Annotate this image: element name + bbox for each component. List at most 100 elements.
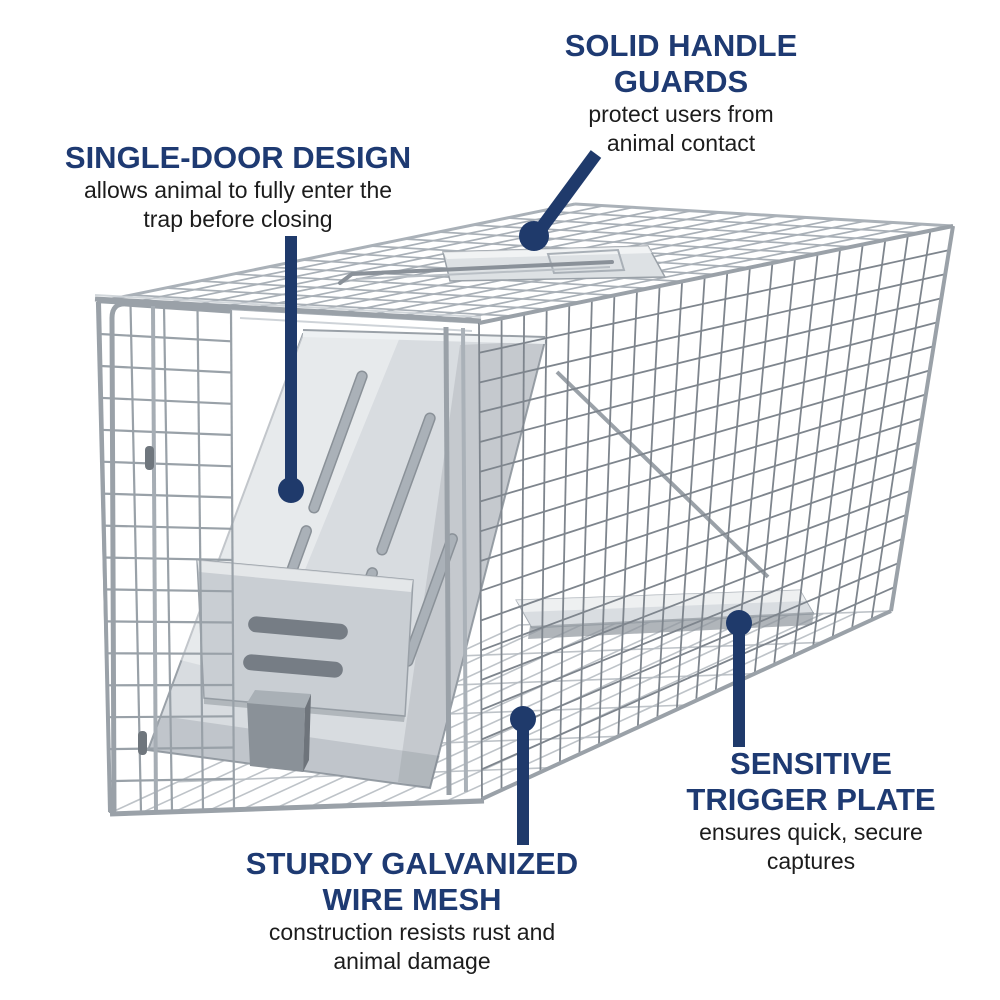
callout-description-line: allows animal to fully enter the <box>83 177 393 203</box>
callout-description-line: captures <box>766 848 856 874</box>
mesh-wire <box>438 231 818 255</box>
callout-single-door-design: SINGLE-DOOR DESIGN allows animal to full… <box>53 140 423 234</box>
callout-title-line: SINGLE-DOOR DESIGN <box>64 140 412 175</box>
lock-plate-highlight <box>197 560 413 592</box>
mesh-wire <box>98 364 232 374</box>
pointer-line <box>534 150 602 234</box>
front-inner-frame <box>151 305 158 813</box>
handle-guard-highlight <box>443 246 652 259</box>
door-ramp-fold-shade <box>398 341 545 788</box>
mesh-wire <box>104 588 233 593</box>
pointer-dot <box>278 477 304 503</box>
mesh-wire <box>100 428 232 437</box>
mesh-wire <box>479 369 931 503</box>
callout-title-line: WIRE MESH <box>322 882 502 917</box>
front-bottom-edge <box>109 798 485 817</box>
mesh-wire <box>506 217 886 241</box>
callout-description-line: protect users from <box>588 101 774 127</box>
door-ramp-edge-line <box>302 329 546 338</box>
ramp-slot <box>308 370 368 514</box>
frame-hinge-clip <box>145 446 154 470</box>
door-ramp-rolled-edge <box>302 331 546 344</box>
mesh-wire <box>103 556 233 562</box>
latch-front <box>247 703 305 772</box>
pointer-dot <box>519 221 549 251</box>
callout-pointer-sturdy-galvanized-wire-mesh <box>510 706 536 845</box>
callout-title-line: SENSITIVE <box>730 746 892 781</box>
callout-sturdy-galvanized-wire-mesh: STURDY GALVANIZED WIRE MESH construction… <box>212 846 612 976</box>
callout-description-line: ensures quick, secure <box>699 819 923 845</box>
mesh-wire <box>450 641 823 658</box>
pointer-dot <box>510 706 536 732</box>
right-top-edge <box>478 224 954 325</box>
top-left-edge <box>96 202 576 304</box>
mesh-wire <box>480 417 923 562</box>
callout-pointer-solid-handle-guards <box>519 150 602 251</box>
mesh-wire <box>479 273 946 384</box>
mesh-wire <box>479 297 942 414</box>
mesh-wire <box>101 460 232 468</box>
mesh-wire <box>99 396 232 405</box>
cage-front-frame <box>94 294 485 817</box>
callout-description-line: construction resists rust and <box>268 919 556 945</box>
mesh-wire <box>131 294 513 317</box>
handle-guard-part <box>338 245 667 285</box>
mesh-wire <box>109 777 234 783</box>
latch-top <box>247 690 311 708</box>
callout-description-line: trap before closing <box>143 206 333 232</box>
mesh-wire <box>105 652 234 655</box>
mesh-wire <box>479 321 938 443</box>
callout-description-line: animal damage <box>333 948 491 974</box>
callout-description-line: animal contact <box>606 130 756 156</box>
mesh-wire <box>479 345 934 473</box>
interior-top-wire <box>239 317 473 332</box>
door-track-frame <box>443 326 452 796</box>
callout-title-line: TRIGGER PLATE <box>686 782 936 817</box>
trigger-plate-highlight <box>516 590 806 612</box>
cage-right-edges <box>478 224 955 801</box>
mesh-wire <box>101 492 233 499</box>
callout-pointer-sensitive-trigger-plate <box>726 610 752 747</box>
callout-title-line: STURDY GALVANIZED <box>245 846 579 881</box>
mesh-wire <box>97 332 232 343</box>
mesh-wire <box>481 586 896 771</box>
latch-side <box>303 694 311 772</box>
lock-plate-slot <box>243 654 343 678</box>
handle-wire <box>338 260 614 285</box>
pointer-dot <box>726 610 752 636</box>
door-track-frame <box>461 327 468 793</box>
top-back-edge <box>574 202 954 228</box>
mesh-wire <box>481 537 903 711</box>
callout-pointer-single-door-design <box>278 236 304 503</box>
callout-title-line: GUARDS <box>613 64 749 99</box>
frame-hinge-clip <box>138 731 147 755</box>
mesh-wire <box>480 441 919 592</box>
mesh-wire <box>540 210 920 234</box>
callout-solid-handle-guards: SOLID HANDLE GUARDS protect users from a… <box>521 28 841 158</box>
lock-plate-slot <box>248 616 348 640</box>
mesh-wire <box>165 287 547 310</box>
front-left-rounded-frame <box>109 301 232 813</box>
callout-title-line: SOLID HANDLE <box>564 28 798 63</box>
mesh-wire <box>481 562 900 741</box>
callout-sensitive-trigger-plate: SENSITIVE TRIGGER PLATE ensures quick, s… <box>661 746 961 876</box>
door-latch-part <box>247 690 311 772</box>
mesh-wire <box>480 513 907 681</box>
mesh-wire <box>199 280 581 304</box>
mesh-wire <box>107 715 234 719</box>
mesh-wire <box>108 746 234 751</box>
mesh-wire <box>480 489 911 652</box>
mesh-wire <box>233 273 615 297</box>
right-back-edge <box>889 225 955 612</box>
cage-right-mesh <box>478 225 954 800</box>
mesh-wire <box>480 393 927 533</box>
handle-wire-shine <box>355 266 611 280</box>
ramp-slot <box>376 412 436 556</box>
mesh-wire <box>480 465 915 622</box>
mesh-wire <box>105 620 233 624</box>
mesh-wire <box>102 524 233 530</box>
mesh-wire <box>479 249 950 354</box>
right-bottom-edge <box>481 609 892 801</box>
